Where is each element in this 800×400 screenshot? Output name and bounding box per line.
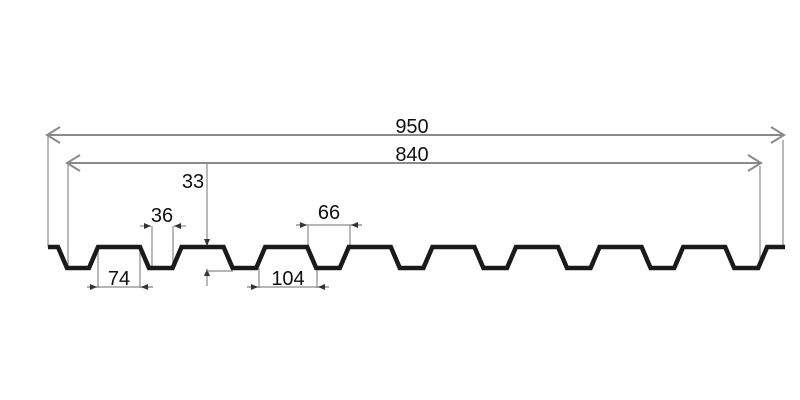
dimension-840: 840 xyxy=(65,144,763,268)
dimension-950: 950 xyxy=(45,116,786,247)
label-33: 33 xyxy=(182,171,204,193)
arrow-left-icon xyxy=(65,154,81,172)
dimension-104: 104 xyxy=(247,268,329,290)
dimension-36: 36 xyxy=(140,205,186,268)
dimension-33: 33 xyxy=(182,163,233,286)
label-104: 104 xyxy=(271,268,304,290)
arrow-left-icon xyxy=(45,126,61,144)
label-74: 74 xyxy=(108,268,130,290)
sheet-profile xyxy=(48,244,785,271)
arrow-right-icon xyxy=(770,126,786,144)
dimension-66: 66 xyxy=(296,202,362,247)
label-950: 950 xyxy=(395,116,428,138)
label-840: 840 xyxy=(395,144,428,166)
arrow-right-icon xyxy=(747,154,763,172)
dimension-74: 74 xyxy=(87,247,153,290)
label-66: 66 xyxy=(318,202,340,224)
label-36: 36 xyxy=(151,205,173,227)
